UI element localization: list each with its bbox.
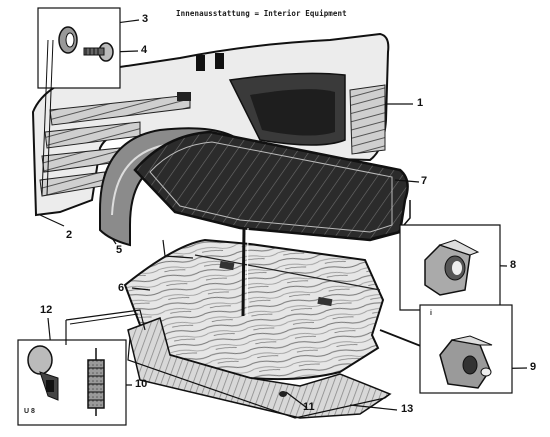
callout-3: 3 xyxy=(142,13,149,25)
diagram-title: Innenausstattung = Interior Equipment xyxy=(176,9,347,18)
luggage-floor-mat xyxy=(133,130,411,242)
callout-6: 6 xyxy=(118,282,125,294)
callout-4: 4 xyxy=(141,44,148,56)
floor-board xyxy=(123,238,385,381)
clamp-block-icon xyxy=(424,239,480,296)
tension-spring-icon xyxy=(87,348,105,416)
bracket-clamp-icon xyxy=(439,335,493,389)
inset-fastener-box xyxy=(37,7,121,196)
callout-7: 7 xyxy=(421,175,428,187)
clip-washer-icon xyxy=(58,26,78,54)
inset-tag-left: U 8 xyxy=(24,408,35,415)
callout-9: 9 xyxy=(530,361,537,373)
inset-clamp-box-lower xyxy=(419,304,513,394)
inset-tag-right: i xyxy=(430,310,432,317)
mat-stud-icon xyxy=(279,391,287,397)
callout-13: 13 xyxy=(401,403,414,415)
callout-12: 12 xyxy=(40,304,53,316)
callout-10: 10 xyxy=(135,378,148,390)
inset-spring-box xyxy=(17,309,146,426)
callout-1: 1 xyxy=(417,97,424,109)
callout-2: 2 xyxy=(66,229,73,241)
latch-hook-icon xyxy=(27,345,59,401)
inset-clamp-box-upper xyxy=(399,224,501,311)
callout-11: 11 xyxy=(303,401,315,413)
callout-5: 5 xyxy=(116,244,123,256)
bottom-mat xyxy=(127,317,392,419)
screw-icon xyxy=(83,42,114,62)
callout-8: 8 xyxy=(510,259,517,271)
side-trim-panel xyxy=(31,32,390,217)
